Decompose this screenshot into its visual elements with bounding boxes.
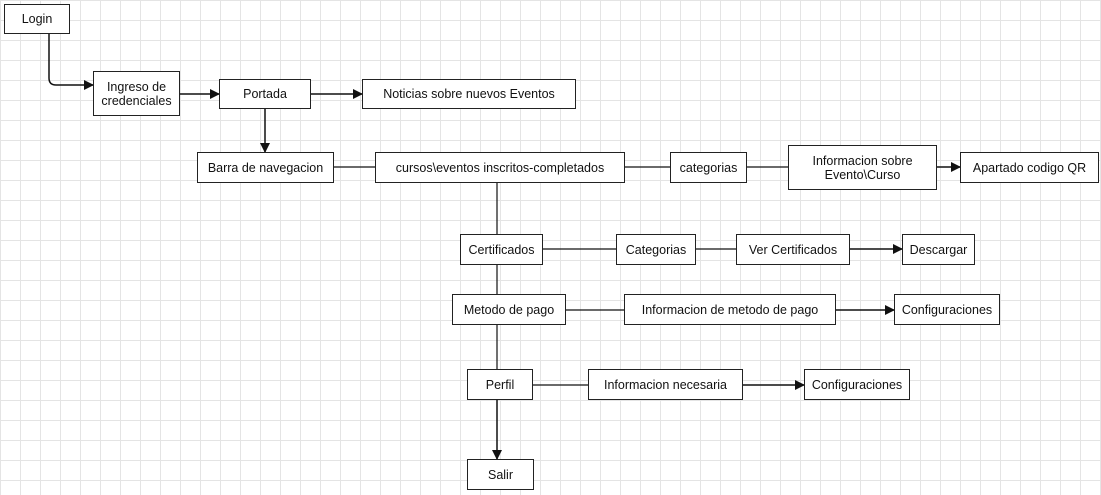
node-login[interactable]: Login <box>4 4 70 34</box>
node-noticias[interactable]: Noticias sobre nuevos Eventos <box>362 79 576 109</box>
node-descargar[interactable]: Descargar <box>902 234 975 265</box>
node-configuraciones-pago[interactable]: Configuraciones <box>894 294 1000 325</box>
node-salir[interactable]: Salir <box>467 459 534 490</box>
node-ingreso-credenciales[interactable]: Ingreso de credenciales <box>93 71 180 116</box>
node-perfil[interactable]: Perfil <box>467 369 533 400</box>
edge-login-ingreso <box>48 34 94 90</box>
node-categorias-certificados[interactable]: Categorias <box>616 234 696 265</box>
node-info-necesaria[interactable]: Informacion necesaria <box>588 369 743 400</box>
node-portada[interactable]: Portada <box>219 79 311 109</box>
node-info-metodo-pago[interactable]: Informacion de metodo de pago <box>624 294 836 325</box>
node-cursos-eventos[interactable]: cursos\eventos inscritos-completados <box>375 152 625 183</box>
node-certificados[interactable]: Certificados <box>460 234 543 265</box>
node-codigo-qr[interactable]: Apartado codigo QR <box>960 152 1099 183</box>
node-configuraciones-perfil[interactable]: Configuraciones <box>804 369 910 400</box>
node-metodo-pago[interactable]: Metodo de pago <box>452 294 566 325</box>
node-categorias[interactable]: categorias <box>670 152 747 183</box>
node-ver-certificados[interactable]: Ver Certificados <box>736 234 850 265</box>
node-barra-navegacion[interactable]: Barra de navegacion <box>197 152 334 183</box>
node-info-evento[interactable]: Informacion sobre Evento\Curso <box>788 145 937 190</box>
